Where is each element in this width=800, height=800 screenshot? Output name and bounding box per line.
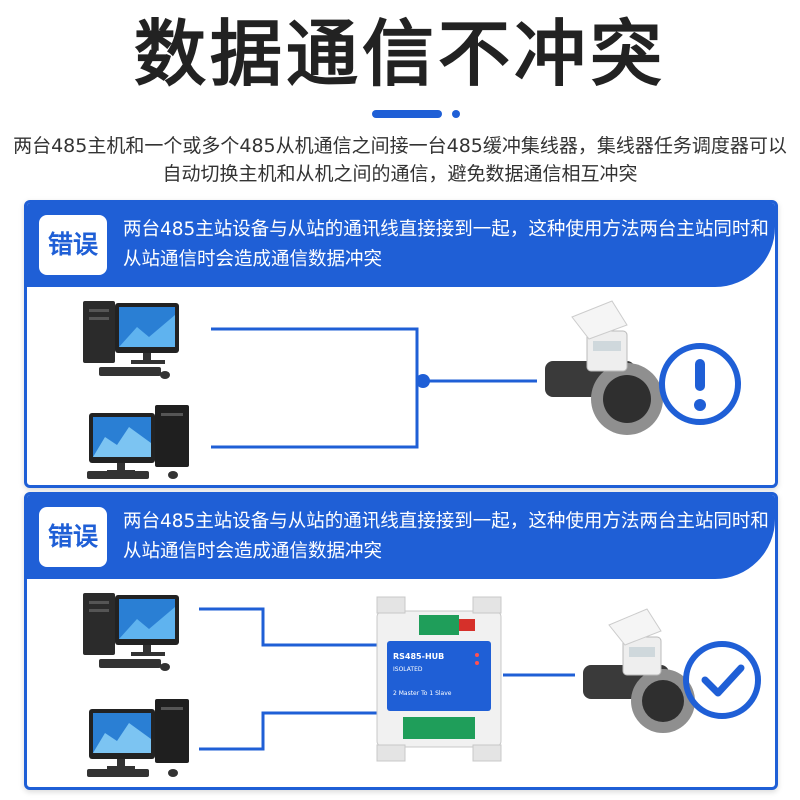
master-2-line [199, 711, 381, 751]
hub-wiring-panel: 错误 两台485主站设备与从站的通讯线直接接到一起，这种使用方法两台主站同时和从… [24, 492, 778, 790]
hub-caption-label: 2 Master To 1 Slave [393, 690, 452, 697]
panel-description: 两台485主站设备与从站的通讯线直接接到一起，这种使用方法两台主站同时和从站通信… [123, 511, 769, 562]
rs485-hub-device: RS485-HUB ISOLATED 2 Master To 1 Slave [376, 596, 502, 762]
title-underline [372, 110, 442, 118]
wrong-wiring-panel: 错误 两台485主站设备与从站的通讯线直接接到一起，这种使用方法两台主站同时和从… [24, 200, 778, 488]
master-1-line [199, 607, 381, 647]
water-meter-icon [583, 608, 695, 733]
intro-text: 两台485主机和一个或多个485从机通信之间接一台485缓冲集线器，集线器任务调… [13, 135, 787, 185]
hub-sub-label: ISOLATED [393, 666, 423, 673]
master-computer-2-icon [87, 405, 189, 479]
master-computer-2-icon [87, 699, 189, 777]
junction-dot [416, 374, 430, 388]
error-tag: 错误 [39, 507, 107, 567]
bus-line [211, 327, 419, 449]
panel-description: 两台485主站设备与从站的通讯线直接接到一起，这种使用方法两台主站同时和从站通信… [123, 219, 769, 270]
page-title: 数据通信不冲突 [133, 12, 666, 96]
warning-icon [659, 343, 741, 425]
direct-wiring-diagram [83, 300, 741, 479]
title-underline-dot [452, 110, 460, 118]
hub-model-label: RS485-HUB [393, 652, 444, 661]
master-computer-1-icon [83, 301, 179, 379]
panel-header: 错误 两台485主站设备与从站的通讯线直接接到一起，这种使用方法两台主站同时和从… [27, 495, 775, 579]
panel-header: 错误 两台485主站设备与从站的通讯线直接接到一起，这种使用方法两台主站同时和从… [27, 203, 775, 287]
water-meter-icon [545, 300, 663, 435]
error-tag: 错误 [39, 215, 107, 275]
master-computer-1-icon [83, 593, 179, 671]
check-icon [683, 641, 761, 719]
hub-wiring-diagram: RS485-HUB ISOLATED 2 Master To 1 Slave [83, 593, 761, 777]
